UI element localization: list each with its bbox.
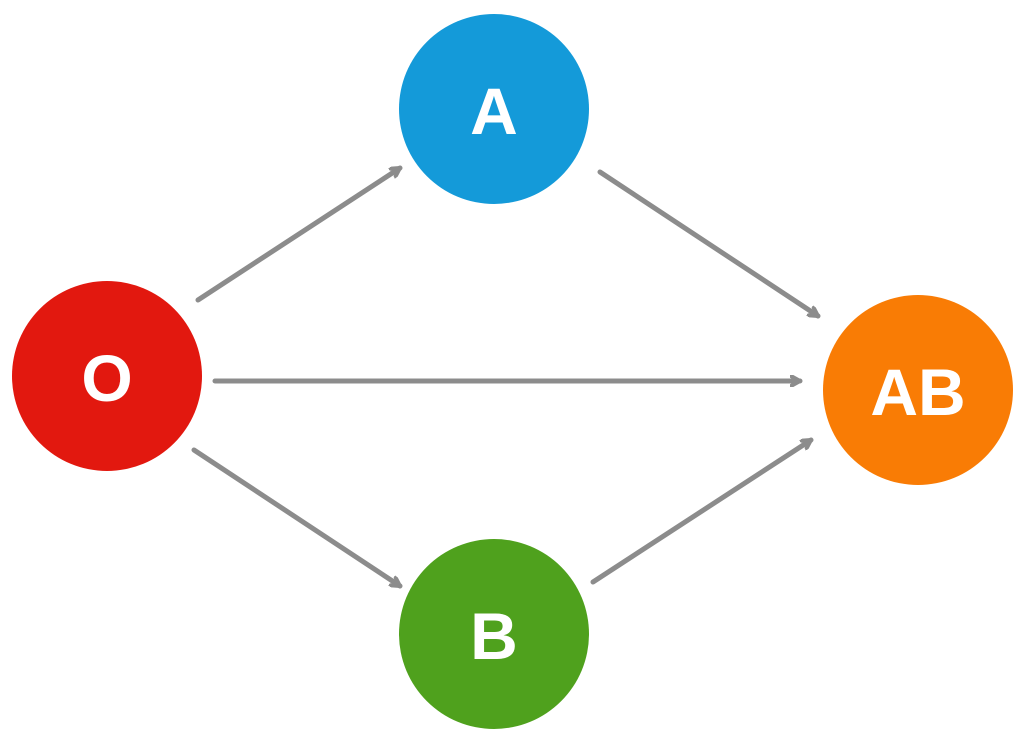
node-o-circle xyxy=(12,281,202,471)
edge-b-to-ab xyxy=(590,437,814,585)
node-a-label: A xyxy=(470,74,518,148)
node-ab-label: AB xyxy=(870,355,965,429)
node-o: O xyxy=(12,281,202,471)
edge-a-to-ab xyxy=(597,169,821,319)
node-ab-circle xyxy=(823,295,1013,485)
node-b: B xyxy=(399,539,589,729)
node-a-circle xyxy=(399,14,589,204)
node-b-label: B xyxy=(470,599,518,673)
edge-o-to-a xyxy=(195,165,403,303)
edges xyxy=(191,165,821,589)
edge-o-to-b xyxy=(191,447,403,589)
node-ab: AB xyxy=(823,295,1013,485)
node-a: A xyxy=(399,14,589,204)
node-b-circle xyxy=(399,539,589,729)
node-o-label: O xyxy=(81,341,132,415)
